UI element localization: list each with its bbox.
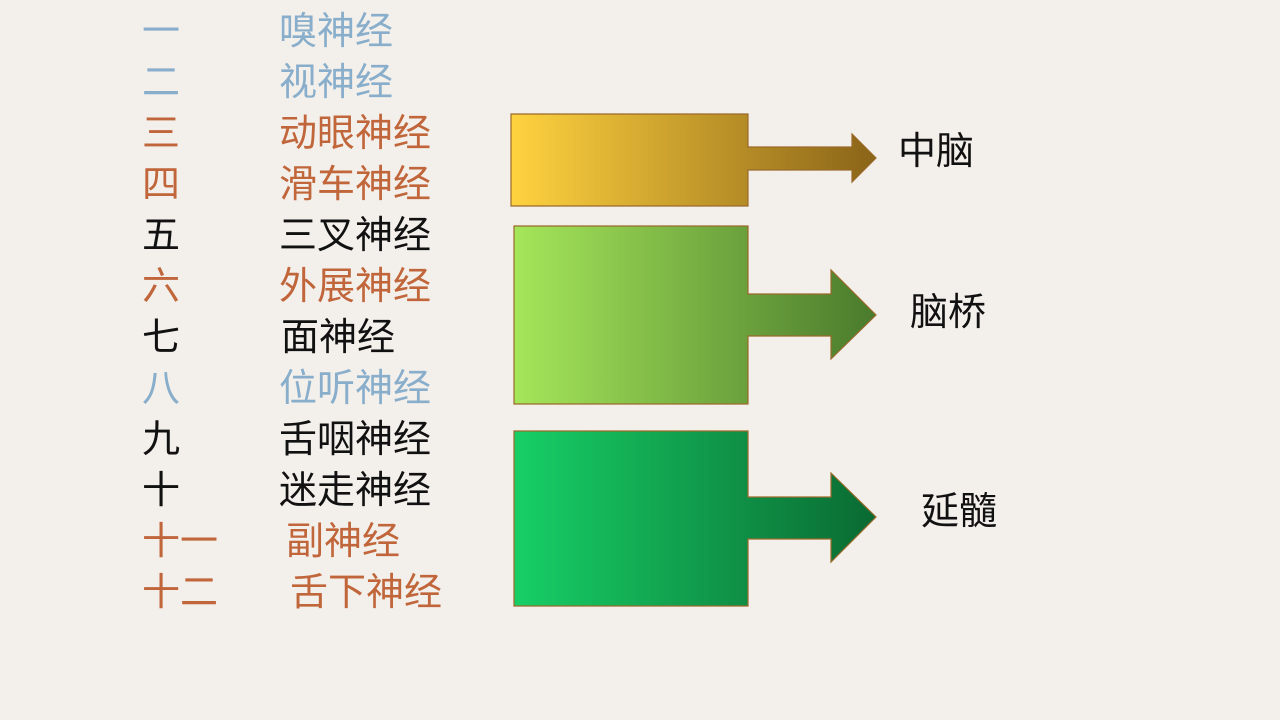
region-label-midbrain: 中脑 bbox=[898, 129, 975, 173]
nerve-name: 嗅神经 bbox=[279, 9, 394, 53]
nerve-name: 位听神经 bbox=[279, 366, 432, 410]
nerve-name: 舌咽神经 bbox=[279, 417, 432, 461]
nerve-number: 九 bbox=[142, 417, 181, 461]
nerve-name: 视神经 bbox=[279, 60, 394, 104]
nerve-name: 迷走神经 bbox=[279, 468, 432, 512]
nerve-name: 滑车神经 bbox=[279, 162, 432, 206]
midbrain-arrow bbox=[510, 113, 877, 207]
nerve-number: 一 bbox=[142, 9, 181, 53]
nerve-name: 外展神经 bbox=[279, 264, 432, 308]
nerve-name: 副神经 bbox=[286, 519, 401, 563]
pons-arrow bbox=[513, 225, 877, 405]
nerve-number: 十一 bbox=[142, 519, 219, 563]
nerve-number: 二 bbox=[142, 60, 181, 104]
medulla-arrow bbox=[513, 430, 877, 607]
nerve-number: 五 bbox=[142, 213, 181, 257]
nerve-number: 十 bbox=[142, 468, 181, 512]
nerve-name: 三叉神经 bbox=[279, 213, 432, 257]
nerve-number: 八 bbox=[142, 366, 181, 410]
nerve-name: 舌下神经 bbox=[290, 570, 443, 614]
nerve-number: 十二 bbox=[142, 570, 219, 614]
nerve-name: 动眼神经 bbox=[279, 111, 432, 155]
nerve-number: 七 bbox=[142, 315, 181, 359]
nerve-name: 面神经 bbox=[281, 315, 396, 359]
nerve-number: 三 bbox=[142, 111, 181, 155]
nerve-number: 四 bbox=[142, 162, 181, 206]
nerve-number: 六 bbox=[142, 264, 181, 308]
region-label-medulla: 延髓 bbox=[921, 489, 998, 533]
region-label-pons: 脑桥 bbox=[910, 290, 987, 334]
